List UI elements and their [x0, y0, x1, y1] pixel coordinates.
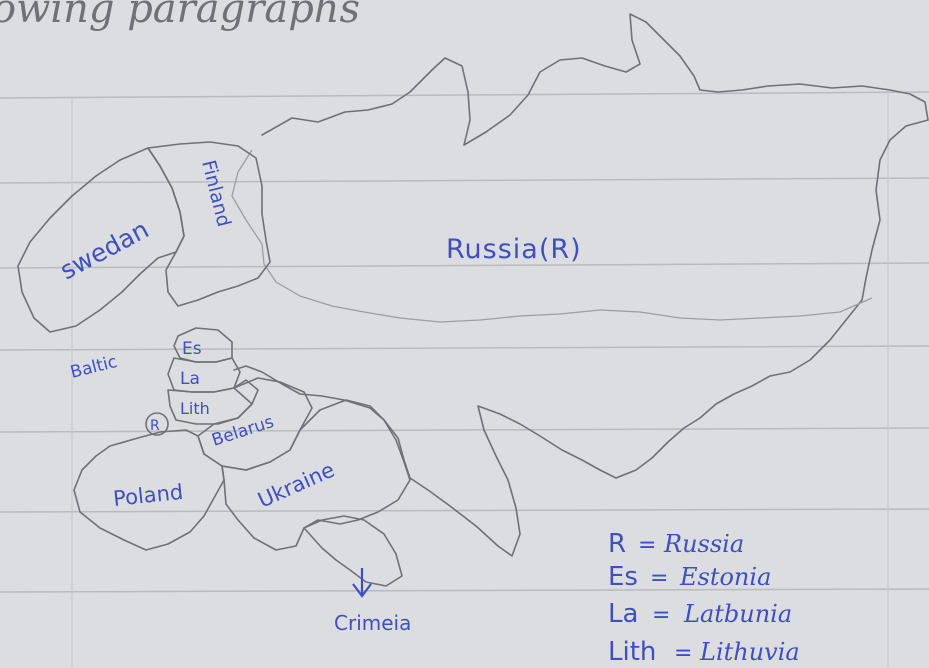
legend-abbr: Es — [608, 562, 638, 592]
label-crimea: Crimeia — [334, 611, 411, 635]
legend-name: Estonia — [679, 563, 771, 591]
legend-name: Latbunia — [683, 600, 792, 628]
legend-item: La = Latbunia — [608, 599, 792, 629]
label-ukraine: Ukraine — [254, 458, 338, 513]
label-estonia-abbr: Es — [182, 339, 202, 359]
label-baltic: Baltic — [68, 352, 119, 383]
poland-region — [73, 429, 225, 551]
legend-item: Lith = Lithuvia — [608, 637, 800, 667]
label-russia-abbr: R — [150, 418, 160, 434]
legend-item: Es = Estonia — [608, 562, 771, 592]
crimea-arrow — [352, 568, 372, 598]
map-legend: R = Russia Es = Estonia La = Latbunia Li… — [608, 529, 800, 667]
label-lithuania-abbr: Lith — [180, 399, 210, 418]
label-latvia-abbr: La — [180, 369, 200, 389]
legend-abbr: R — [608, 529, 626, 559]
kaliningrad-region — [145, 412, 169, 436]
russia-region — [233, 13, 929, 557]
legend-item: R = Russia — [608, 529, 744, 559]
finland-region — [147, 141, 271, 307]
label-belarus: Belarus — [209, 412, 276, 451]
legend-equals: = — [652, 603, 670, 628]
page-heading: owing paragraphs — [0, 0, 360, 32]
legend-equals: = — [638, 533, 656, 558]
latvia-region — [167, 357, 241, 393]
russia-inner-border — [231, 149, 873, 323]
label-poland: Poland — [112, 480, 184, 511]
legend-abbr: La — [608, 599, 638, 629]
legend-name: Lithuvia — [699, 638, 800, 666]
label-russia: Russia(R) — [446, 234, 582, 265]
label-finland: Finland — [197, 158, 235, 229]
legend-equals: = — [650, 566, 668, 591]
ruled-lines — [0, 90, 929, 668]
ukraine-region — [221, 399, 411, 551]
legend-equals: = — [674, 641, 692, 666]
legend-abbr: Lith — [608, 637, 656, 667]
crimea-region — [303, 515, 403, 587]
legend-name: Russia — [663, 530, 744, 558]
